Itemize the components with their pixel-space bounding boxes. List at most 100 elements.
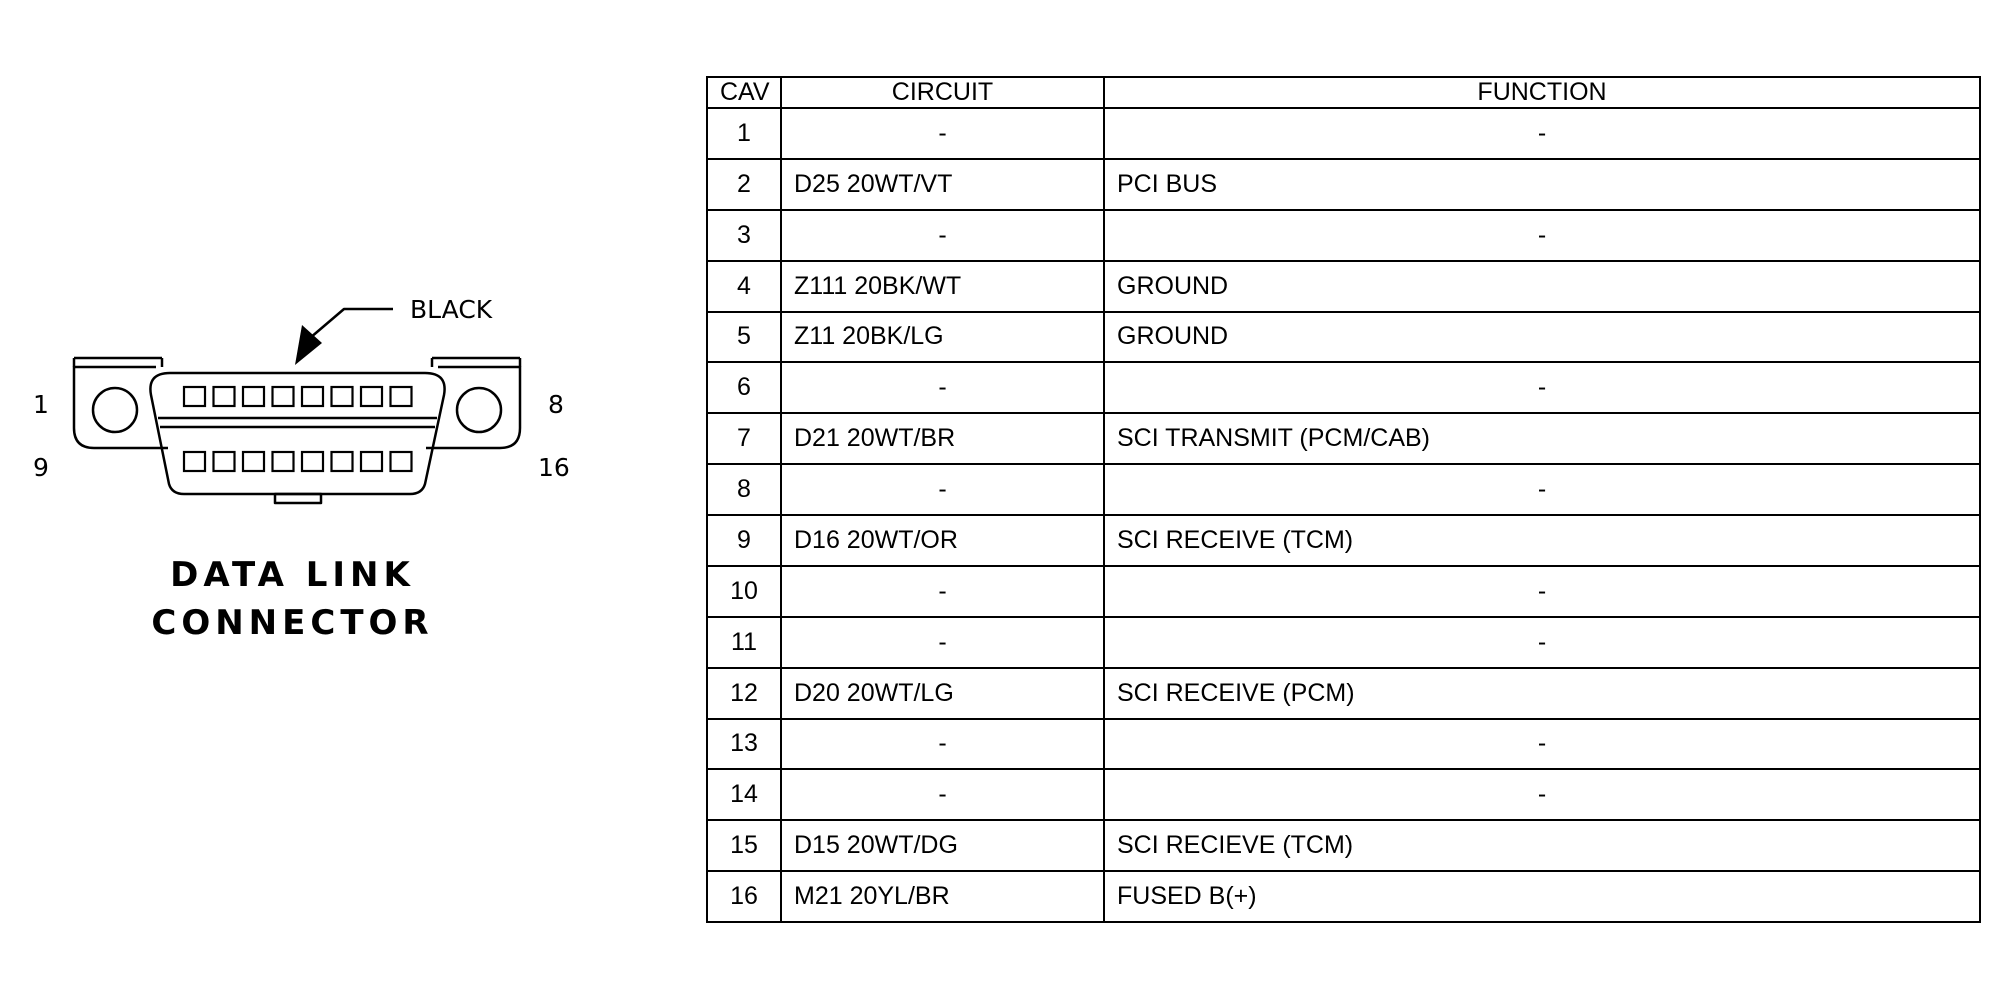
pin-cavity-bottom	[389, 450, 413, 473]
function-cell: PCI BUS	[1103, 157, 1981, 211]
circuit-cell: -	[780, 361, 1105, 415]
function-cell: -	[1103, 564, 1981, 618]
table-row: 11--	[706, 615, 1981, 669]
circuit-cell: Z111 20BK/WT	[780, 259, 1105, 313]
pin-row-top	[182, 385, 413, 408]
function-cell: -	[1103, 107, 1981, 160]
cav-cell: 4	[706, 259, 782, 313]
header-circuit: CIRCUIT	[780, 76, 1105, 109]
circuit-cell: -	[780, 107, 1105, 160]
right-mounting-hole	[455, 386, 503, 434]
circuit-cell: D15 20WT/DG	[780, 819, 1105, 873]
circuit-cell: -	[780, 564, 1105, 618]
function-cell: -	[1103, 615, 1981, 669]
table-row: 3--	[706, 208, 1981, 262]
cav-cell: 7	[706, 412, 782, 466]
table-row: 10--	[706, 564, 1981, 618]
pin-cavity-bottom	[300, 450, 325, 473]
cav-cell: 16	[706, 870, 782, 923]
function-cell: -	[1103, 361, 1981, 415]
pin-cavity-top	[271, 385, 295, 408]
pin-label-1: 1	[33, 390, 49, 419]
table-row: 6--	[706, 361, 1981, 415]
pointer-arrowhead	[295, 325, 322, 365]
function-cell: -	[1103, 208, 1981, 262]
function-cell: -	[1103, 768, 1981, 822]
pin-cavity-top	[212, 385, 236, 408]
cav-cell: 5	[706, 310, 782, 364]
connector-left-flange	[72, 365, 168, 450]
pin-row-bottom	[182, 450, 413, 473]
connector-right-flange	[426, 365, 522, 450]
table-row: 8--	[706, 463, 1981, 516]
pin-cavity-bottom	[212, 450, 236, 473]
pin-label-16: 16	[538, 453, 570, 482]
function-cell: FUSED B(+)	[1103, 870, 1981, 923]
table-row: 14--	[706, 768, 1981, 822]
cav-cell: 11	[706, 615, 782, 669]
pin-cavity-top	[182, 385, 207, 408]
function-cell: SCI RECEIVE (TCM)	[1103, 514, 1981, 567]
cav-cell: 6	[706, 361, 782, 415]
pin-cavity-bottom	[241, 450, 266, 473]
function-cell: SCI RECIEVE (TCM)	[1103, 819, 1981, 873]
function-cell: -	[1103, 717, 1981, 771]
cav-cell: 14	[706, 768, 782, 822]
table-row: 13--	[706, 717, 1981, 771]
pin-cavity-bottom	[182, 450, 207, 473]
cav-cell: 10	[706, 564, 782, 618]
circuit-cell: -	[780, 208, 1105, 262]
function-cell: GROUND	[1103, 259, 1981, 313]
circuit-cell: D21 20WT/BR	[780, 412, 1105, 466]
cav-cell: 1	[706, 107, 782, 160]
cav-cell: 9	[706, 514, 782, 567]
circuit-cell: -	[780, 463, 1105, 516]
pin-cavity-top	[389, 385, 413, 408]
circuit-cell: D16 20WT/OR	[780, 514, 1105, 567]
diagram-title-line-2: CONNECTOR	[151, 603, 434, 643]
pin-cavity-bottom	[271, 450, 295, 473]
pin-cavity-bottom	[330, 450, 354, 473]
circuit-cell: Z11 20BK/LG	[780, 310, 1105, 364]
pointer-label-black: BLACK	[410, 295, 493, 324]
circuit-cell: -	[780, 768, 1105, 822]
circuit-cell: D20 20WT/LG	[780, 666, 1105, 720]
table-header-row: CAV CIRCUIT FUNCTION	[706, 76, 1981, 109]
connector-body	[149, 371, 446, 496]
connector-bottom-tab	[273, 492, 323, 505]
cav-cell: 8	[706, 463, 782, 516]
function-cell: GROUND	[1103, 310, 1981, 364]
connector-diagram: BLACK 1 8 9 16	[33, 295, 570, 505]
pin-cavity-bottom	[359, 450, 384, 473]
pin-label-9: 9	[33, 453, 49, 482]
pin-cavity-top	[359, 385, 384, 408]
pin-cavity-top	[330, 385, 354, 408]
diagram-title-line-1: DATA LINK	[170, 555, 415, 595]
pin-cavity-top	[241, 385, 266, 408]
pin-label-8: 8	[548, 390, 564, 419]
function-cell: SCI RECEIVE (PCM)	[1103, 666, 1981, 720]
function-cell: SCI TRANSMIT (PCM/CAB)	[1103, 412, 1981, 466]
cav-cell: 2	[706, 157, 782, 211]
circuit-cell: -	[780, 615, 1105, 669]
header-cav: CAV	[706, 76, 782, 109]
function-cell: -	[1103, 463, 1981, 516]
cav-cell: 13	[706, 717, 782, 771]
circuit-cell: M21 20YL/BR	[780, 870, 1105, 923]
left-mounting-hole	[91, 386, 139, 434]
circuit-cell: -	[780, 717, 1105, 771]
cav-cell: 15	[706, 819, 782, 873]
header-function: FUNCTION	[1103, 76, 1981, 109]
circuit-cell: D25 20WT/VT	[780, 157, 1105, 211]
pin-cavity-top	[300, 385, 325, 408]
cav-cell: 12	[706, 666, 782, 720]
